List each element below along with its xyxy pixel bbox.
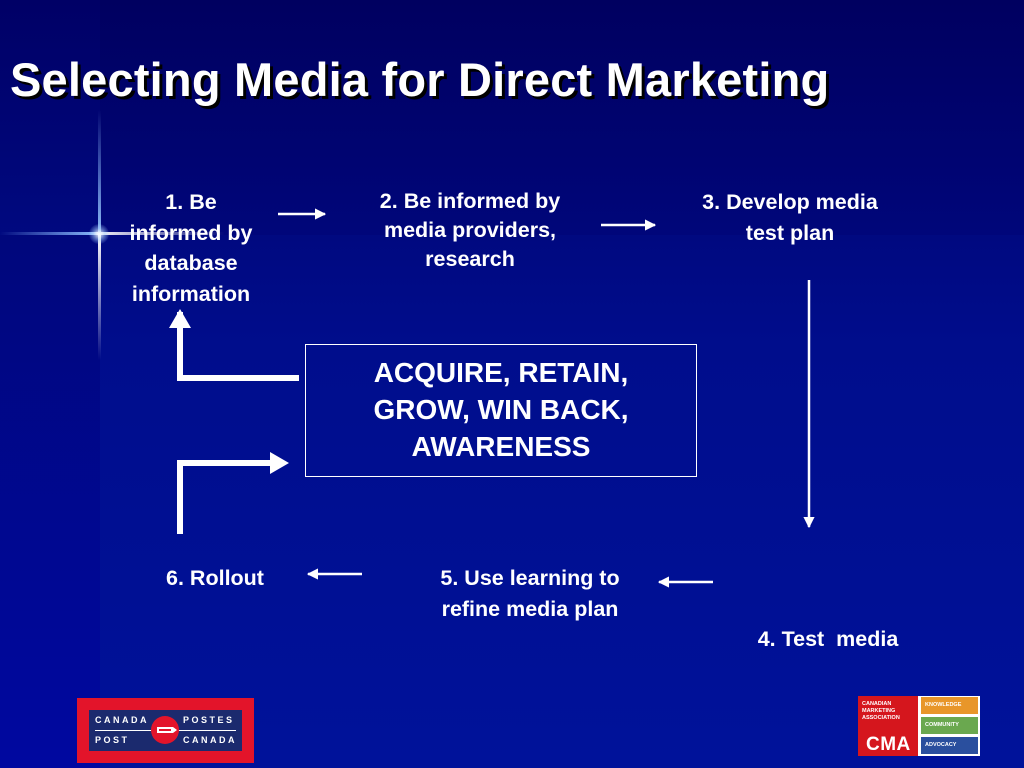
- cma-logo-mark: CANADIAN MARKETING ASSOCIATION CMA: [858, 696, 918, 756]
- step-1-line: information: [131, 281, 251, 306]
- canada-post-logo: CANADA POSTES POST CANADA: [77, 698, 254, 763]
- objectives-box: ACQUIRE, RETAIN, GROW, WIN BACK, AWARENE…: [305, 344, 697, 477]
- background-left-band: [0, 235, 100, 768]
- background-top-band: [100, 0, 1024, 235]
- step-2-line: 2. Be informed by: [379, 189, 561, 213]
- step-5-line: refine media plan: [441, 596, 619, 621]
- step-3-test-plan: 3. Develop media test plan: [665, 187, 915, 248]
- cma-tag-knowledge: KNOWLEDGE: [921, 697, 978, 714]
- step-1-database: 1. Be informed by database information: [105, 187, 277, 309]
- canada-post-panel: CANADA POSTES POST CANADA: [89, 710, 242, 751]
- cma-acronym: CMA: [866, 734, 911, 755]
- arrow-box-to-step1: [177, 312, 299, 381]
- sparkle-horizontal-flare: [0, 232, 300, 235]
- canada-post-word: POSTES: [183, 715, 235, 725]
- step-4-test-media: 4. Test media: [728, 563, 928, 716]
- objectives-line: ACQUIRE, RETAIN,: [373, 357, 629, 389]
- step-1-line: database: [144, 251, 238, 276]
- arrow-step6-to-box-head: [270, 452, 289, 474]
- step-5-line: 5. Use learning to: [440, 566, 620, 590]
- cma-tag-community: COMMUNITY: [921, 717, 978, 734]
- step-2-media-providers: 2. Be informed by media providers, resea…: [335, 187, 605, 274]
- step-2-line: research: [425, 247, 515, 272]
- canada-post-word: CANADA: [95, 715, 149, 725]
- step-3-line: 3. Develop media: [702, 190, 878, 214]
- objectives-line: GROW, WIN BACK,: [373, 394, 629, 426]
- step-3-line: test plan: [745, 220, 835, 245]
- objectives-line: AWARENESS: [411, 430, 591, 462]
- step-1-line: informed by: [129, 220, 253, 245]
- arrow-box-to-step1-head: [169, 309, 191, 328]
- cma-org-line: CANADIAN: [862, 701, 892, 707]
- step-6-line: 6. Rollout: [166, 566, 264, 590]
- step-6-rollout: 6. Rollout: [140, 563, 290, 594]
- cma-tag-advocacy: ADVOCACY: [921, 737, 978, 754]
- step-2-line: media providers,: [383, 218, 557, 243]
- arrow-step6-to-box: [177, 460, 274, 534]
- canada-post-emblem-icon: [151, 716, 179, 744]
- canada-post-word: POST: [95, 735, 130, 745]
- cma-logo: CANADIAN MARKETING ASSOCIATION CMA KNOWL…: [858, 696, 980, 756]
- cma-org-line: ASSOCIATION: [862, 715, 900, 722]
- sparkle-star-icon: [89, 224, 109, 244]
- step-4-line: 4. Test media: [757, 627, 899, 652]
- step-5-refine-plan: 5. Use learning to refine media plan: [400, 563, 660, 624]
- cma-org-line: MARKETING: [862, 708, 896, 715]
- canada-post-word: CANADA: [183, 735, 237, 745]
- step-1-line: 1. Be: [165, 190, 217, 214]
- slide-title: Selecting Media for Direct Marketing: [10, 53, 830, 106]
